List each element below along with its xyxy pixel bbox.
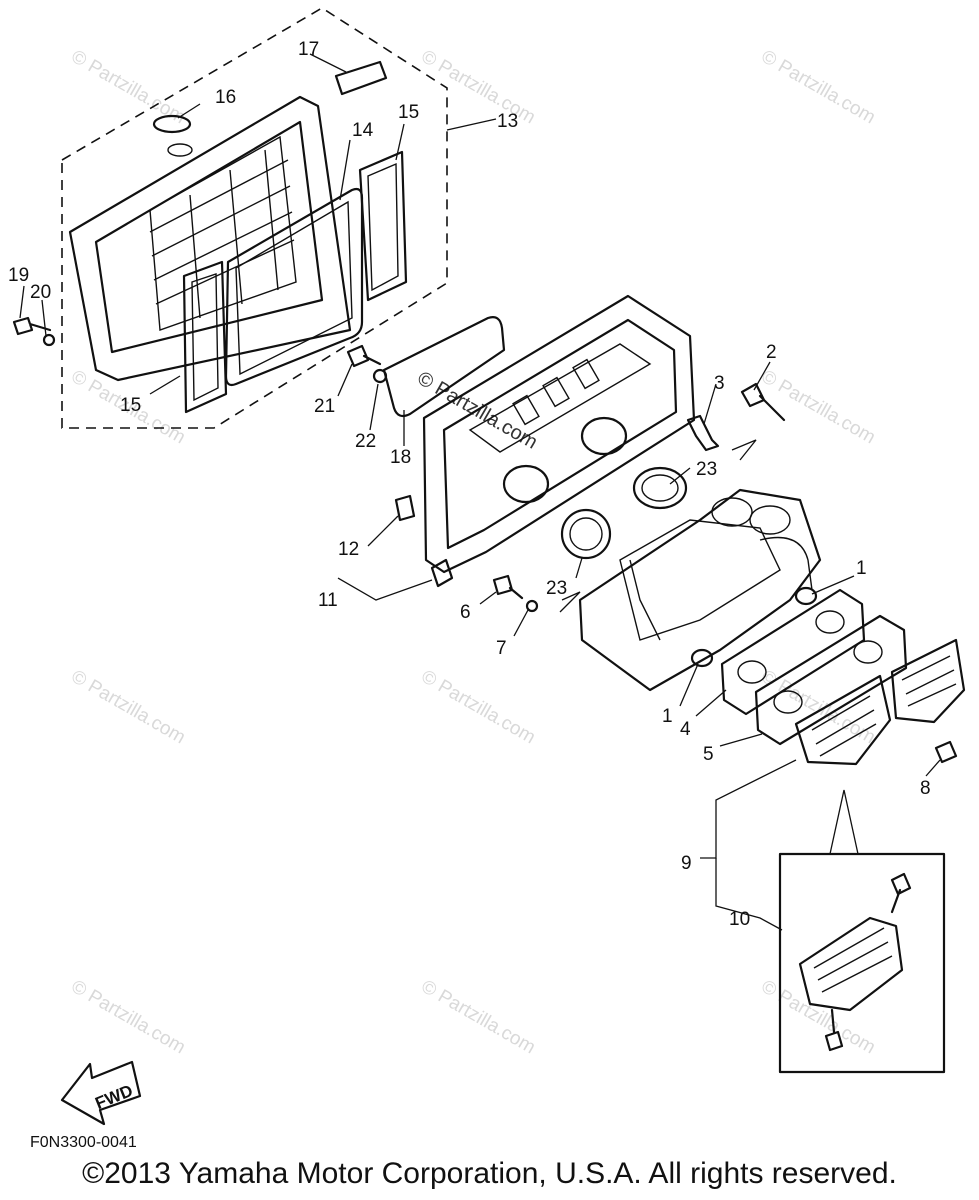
callout-20: 20 [30, 282, 51, 303]
watermark-layer: © Partzilla.com © Partzilla.com © Partzi… [68, 46, 879, 1058]
callout-10: 10 [729, 909, 750, 930]
callout-11: 11 [318, 590, 338, 611]
detail-inset [778, 852, 946, 1074]
washer-20 [42, 333, 56, 347]
bolt-2 [740, 382, 786, 422]
clamp-1 [794, 586, 818, 606]
reed-valve-detail [798, 872, 912, 1052]
washer-22 [372, 368, 388, 384]
callout-labels: 17 16 13 14 15 19 20 15 21 22 18 2 3 23 … [8, 39, 931, 930]
seal-15-left [182, 260, 228, 414]
callout-9: 9 [681, 853, 692, 874]
seal-15-right [358, 150, 408, 302]
copyright-notice: ©2013 Yamaha Motor Corporation, U.S.A. A… [82, 1157, 897, 1190]
throttle-body [578, 488, 822, 692]
watermark: © Partzilla.com [68, 666, 189, 748]
watermark: © Partzilla.com [758, 46, 879, 128]
damper-16 [152, 114, 192, 134]
forward-arrow-icon: FWD [60, 1060, 142, 1126]
watermark: © Partzilla.com [758, 976, 879, 1058]
gasket-4 [720, 588, 866, 716]
callout-19: 19 [8, 265, 29, 286]
fwd-label: FWD [93, 1081, 136, 1113]
washer-7 [525, 599, 539, 613]
callout-4: 4 [680, 719, 691, 740]
callout-21: 21 [314, 396, 335, 417]
callout-16: 16 [215, 87, 236, 108]
callout-5: 5 [703, 744, 714, 765]
coupler-17 [334, 60, 388, 96]
callout-1: 1 [856, 558, 867, 579]
callout-23: 23 [546, 578, 567, 599]
callout-6: 6 [460, 602, 471, 623]
callout-23: 23 [696, 459, 717, 480]
gasket-14 [224, 187, 364, 387]
reed-valve-9 [794, 674, 892, 766]
callout-14: 14 [352, 120, 374, 141]
seal-23 [560, 508, 612, 560]
plate-18 [382, 316, 506, 418]
grommet-12 [394, 494, 416, 522]
air-box-case [422, 294, 696, 588]
callout-1: 1 [662, 706, 673, 727]
watermark: © Partzilla.com [418, 46, 539, 128]
callout-12: 12 [338, 539, 359, 560]
callout-13: 13 [497, 111, 518, 132]
assembly-boundary [61, 7, 448, 429]
clamp-1 [690, 648, 714, 668]
callout-2: 2 [766, 342, 777, 363]
reed-valve-9 [890, 638, 966, 724]
bolt-3 [686, 414, 720, 452]
gasket-5 [754, 614, 908, 746]
air-box-cover [68, 95, 352, 382]
callout-18: 18 [390, 447, 411, 468]
pin-8 [934, 740, 958, 764]
callout-8: 8 [920, 778, 931, 799]
watermark: © Partzilla.com [758, 366, 879, 448]
callout-3: 3 [714, 373, 725, 394]
bolt-19 [12, 316, 52, 336]
bolt-6 [492, 574, 524, 600]
watermark: © Partzilla.com [418, 976, 539, 1058]
bolt-21 [346, 344, 382, 368]
figure-code: F0N3300-0041 [30, 1134, 137, 1151]
watermark: © Partzilla.com [418, 666, 539, 748]
watermark: © Partzilla.com [68, 976, 189, 1058]
callout-15: 15 [120, 395, 141, 416]
callout-17: 17 [298, 39, 319, 60]
callout-7: 7 [496, 638, 507, 659]
callout-22: 22 [355, 431, 376, 452]
seal-23 [632, 466, 688, 510]
callout-15: 15 [398, 102, 419, 123]
leader-lines [19, 53, 941, 931]
